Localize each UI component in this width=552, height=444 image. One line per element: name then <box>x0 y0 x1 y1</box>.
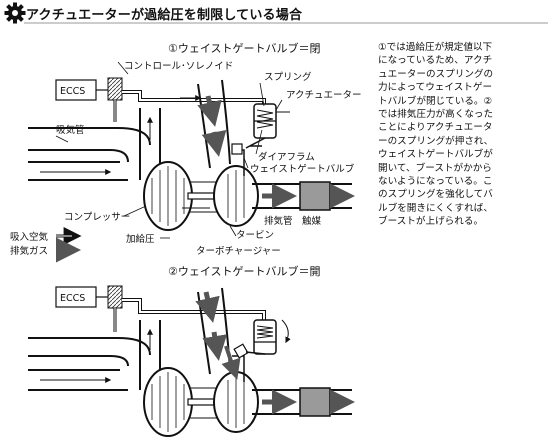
intake-pipe-label: 吸気管 <box>56 124 85 136</box>
actuator-spring <box>256 109 274 129</box>
wastegate-valve-open <box>233 343 249 359</box>
control-solenoid <box>107 77 123 101</box>
description-line: ーのスプリングが押され、 <box>378 135 494 147</box>
description-line: ュエーターのスプリングの <box>378 68 494 80</box>
diagram1-title: ①ウェイストゲートバルブ＝閉 <box>168 41 321 55</box>
description-line: 開いて、ブーストがかから <box>378 162 492 174</box>
diagram-1: ①ウェイストゲートバルブ＝閉 ECCS コントロール･ソレノイド 吸気管 <box>10 41 362 263</box>
description-text: ①では過給圧が規定値以下になっているため、アクチュエーターのスプリングの力によっ… <box>378 41 548 229</box>
actuator-label: アクチュエーター <box>286 90 362 101</box>
description-line: ことによりアクチュエータ <box>378 122 493 134</box>
legend-exhaust-gas: 排気ガス <box>10 245 48 257</box>
description-line: ないようになっている。こ <box>378 176 493 188</box>
control-solenoid-2 <box>107 285 123 309</box>
compressor-label: コンプレッサー <box>64 212 130 223</box>
wastegate-valve-label: ウェイストゲートバルブ <box>250 163 355 175</box>
diagram-2: ②ウェイストゲートバルブ＝開 ECCS <box>28 264 355 437</box>
spring-label: スプリング <box>264 71 312 83</box>
description-line: では排気圧力が高くなった <box>378 109 494 121</box>
description-line: トバルブが閉じている。② <box>378 95 493 107</box>
description-line: ブーストが上げられる。 <box>378 216 484 228</box>
diaphragm-label: ダイアフラム <box>258 151 315 163</box>
eccs-label-2: ECCS <box>60 293 85 304</box>
turbine-label: タービン <box>236 230 274 241</box>
control-solenoid-label: コントロール･ソレノイド <box>124 61 233 72</box>
description-line: ウェイストゲートバルブが <box>378 149 493 161</box>
catalyst <box>299 181 331 211</box>
description-line: になっているため、アクチ <box>378 55 493 67</box>
wastegate-valve <box>231 143 243 155</box>
page-title: アクチュエーターが過給圧を制限している場合 <box>26 8 303 23</box>
catalyst-label: 触媒 <box>302 215 322 227</box>
legend-intake-air: 吸入空気 <box>10 231 49 243</box>
boost-pressure-label: 加給圧 <box>126 233 155 245</box>
description-line: のスプリングを強化してバ <box>378 189 493 201</box>
catalyst-2 <box>299 387 331 417</box>
diagram2-title: ②ウェイストゲートバルブ＝開 <box>168 264 321 278</box>
description-line: ルブを開きにくくすれば、 <box>378 202 493 214</box>
turbocharger-label: ターボチャージャー <box>196 246 281 257</box>
gear-icon <box>4 2 26 24</box>
eccs-label: ECCS <box>60 86 85 97</box>
description-line: 力によってウェイストゲー <box>378 82 493 94</box>
exhaust-pipe-label: 排気管 <box>264 215 293 227</box>
description-line: ①では過給圧が規定値以下 <box>378 42 493 53</box>
